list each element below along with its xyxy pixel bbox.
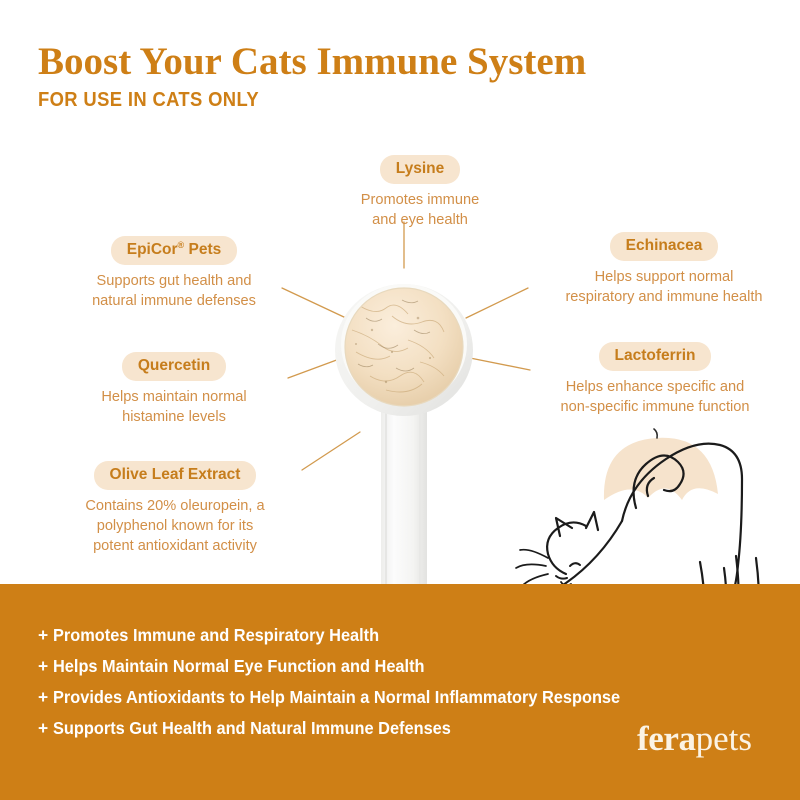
callout-lactoferrin-label: Lactoferrin — [598, 342, 712, 371]
callout-olive-leaf-extract-label: Olive Leaf Extract — [93, 461, 257, 490]
callout-lysine[interactable]: Lysine Promotes immune and eye health — [318, 155, 522, 230]
callout-olive-leaf-extract-description: Contains 20% oleuropein, a polyphenol kn… — [85, 498, 265, 554]
benefits-banner: + Promotes Immune and Respiratory Health… — [0, 584, 800, 800]
logo-fera: fera — [636, 719, 696, 758]
callout-lactoferrin[interactable]: Lactoferrin Helps enhance specific and n… — [528, 342, 782, 417]
benefit-item: + Provides Antioxidants to Help Maintain… — [38, 682, 738, 713]
callout-lysine-label: Lysine — [379, 155, 461, 184]
benefits-list: + Promotes Immune and Respiratory Health… — [38, 620, 738, 744]
callout-quercetin-description: Helps maintain normal histamine levels — [101, 389, 247, 425]
callout-lysine-description: Promotes immune and eye health — [360, 192, 480, 228]
callout-epicor-name: EpiCor — [126, 241, 178, 258]
plus-icon: + — [38, 687, 49, 707]
scoop-bowl — [335, 284, 473, 416]
connector-epicor — [281, 287, 347, 319]
callout-quercetin[interactable]: Quercetin Helps maintain normal histamin… — [62, 352, 286, 427]
callout-quercetin-label: Quercetin — [121, 352, 227, 381]
umbrella-illustration — [603, 428, 718, 500]
benefit-item: + Helps Maintain Normal Eye Function and… — [38, 651, 738, 682]
benefit-text: Supports Gut Health and Natural Immune D… — [53, 718, 452, 738]
page-subtitle: FOR USE IN CATS ONLY — [38, 89, 260, 111]
callout-olive-leaf-extract[interactable]: Olive Leaf Extract Contains 20% oleurope… — [52, 461, 298, 556]
brand-logo: ferapets — [637, 720, 752, 758]
header: Boost Your Cats Immune System FOR USE IN… — [38, 40, 738, 112]
trademark-icon: ® — [177, 239, 185, 250]
benefit-text: Provides Antioxidants to Help Maintain a… — [53, 687, 621, 707]
logo-pets: pets — [695, 719, 752, 758]
plus-icon: + — [38, 656, 49, 676]
connector-echinacea — [465, 287, 529, 319]
connector-quercetin — [287, 357, 343, 379]
benefit-text: Helps Maintain Normal Eye Function and H… — [53, 656, 425, 676]
connector-lines — [281, 221, 531, 471]
callout-echinacea-description: Helps support normal respiratory and imm… — [565, 269, 763, 305]
callout-echinacea[interactable]: Echinacea Helps support normal respirato… — [540, 232, 788, 307]
scoop-illustration — [335, 284, 473, 590]
benefit-text: Promotes Immune and Respiratory Health — [53, 625, 380, 645]
callout-epicor[interactable]: EpiCor® Pets Supports gut health and nat… — [60, 236, 288, 311]
connector-lactoferrin — [469, 357, 531, 371]
plus-icon: + — [38, 718, 49, 738]
callout-epicor-description: Supports gut health and natural immune d… — [92, 273, 256, 309]
callout-lactoferrin-description: Helps enhance specific and non-specific … — [560, 379, 750, 415]
callout-epicor-name-suffix: Pets — [184, 241, 222, 258]
plus-icon: + — [38, 625, 49, 645]
benefit-item: + Supports Gut Health and Natural Immune… — [38, 713, 738, 744]
connector-olive — [301, 431, 361, 471]
callout-echinacea-label: Echinacea — [609, 232, 719, 261]
benefit-item: + Promotes Immune and Respiratory Health — [38, 620, 738, 651]
callout-epicor-label: EpiCor® Pets — [110, 236, 238, 265]
page-title: Boost Your Cats Immune System — [38, 40, 587, 83]
scoop-powder — [345, 288, 463, 406]
scoop-handle — [381, 398, 427, 590]
